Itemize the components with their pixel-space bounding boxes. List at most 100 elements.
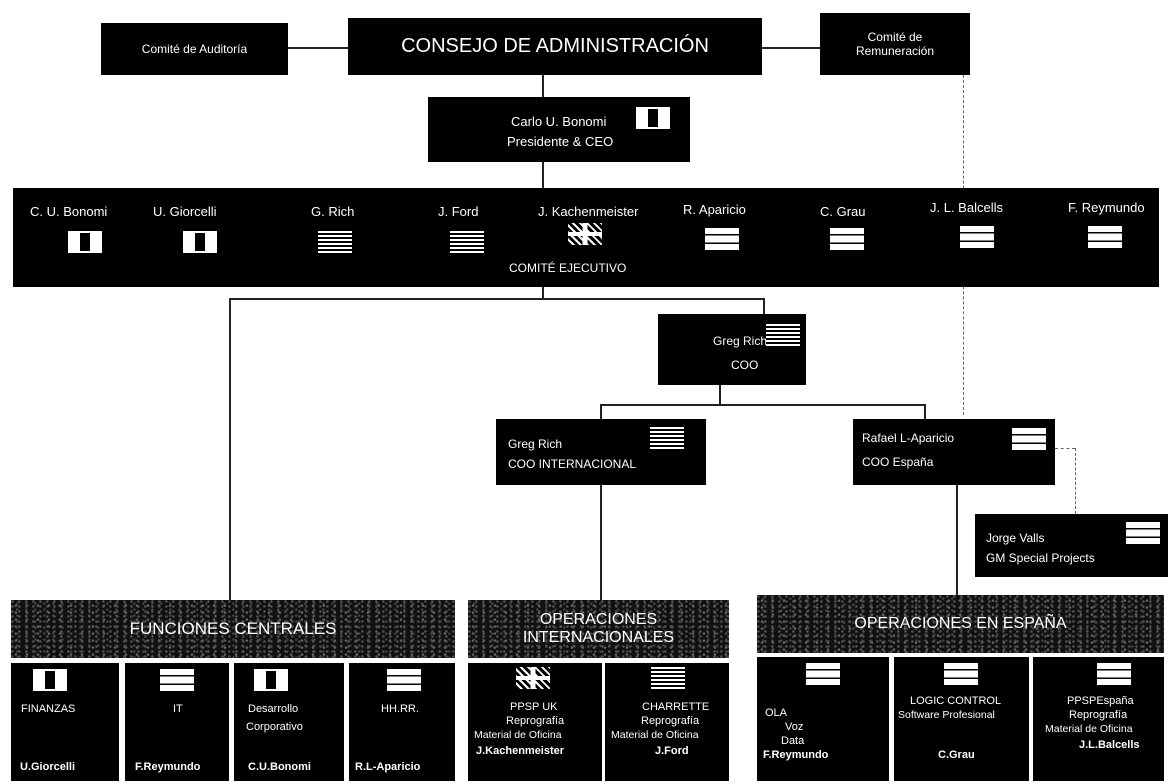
unit-it: IT F.Reymundo	[125, 663, 229, 781]
connector-audit-board	[288, 47, 348, 49]
usa-flag-icon	[766, 324, 800, 346]
usa-flag-icon	[651, 667, 685, 689]
exec-member-name: C. U. Bonomi	[30, 204, 108, 219]
unit-title: IT	[173, 703, 183, 715]
exec-member-name: G. Rich	[311, 204, 355, 219]
spain-flag-icon	[944, 663, 978, 685]
spain-flag-icon	[1097, 663, 1131, 685]
connector-to-central	[229, 298, 231, 600]
coo-name: Greg Rich	[713, 334, 768, 348]
spain-flag-icon	[1126, 522, 1160, 544]
coo-international-box: Greg Rich COO INTERNACIONAL	[496, 419, 706, 485]
unit-line3: Material de Oficina	[611, 729, 699, 741]
unit-title: CHARRETTE	[642, 701, 710, 713]
connector-to-coo-spain	[924, 404, 926, 419]
central-functions-title: FUNCIONES CENTRALES	[129, 619, 337, 638]
unit-person: F.Reymundo	[135, 761, 201, 773]
connector-exec-down	[542, 287, 544, 299]
ceo-box: Carlo U. Bonomi Presidente & CEO	[428, 97, 690, 162]
unit-person: U.Giorcelli	[20, 761, 76, 773]
unit-title-2: Corporativo	[246, 721, 303, 733]
uk-flag-icon	[516, 667, 550, 689]
connector-board-remuneration	[762, 47, 820, 49]
italy-flag-icon	[33, 669, 67, 691]
executive-committee-box: C. U. Bonomi U. Giorcelli G. Rich J. For…	[13, 188, 1159, 287]
board-title: CONSEJO DE ADMINISTRACIÓN	[401, 35, 709, 57]
unit-line3: Material de Oficina	[474, 729, 562, 741]
unit-title: HH.RR.	[381, 703, 419, 715]
remuneration-committee-line1: Comité de	[867, 30, 923, 44]
unit-ppsp-espana: PPSPEspaña Reprografía Material de Ofici…	[1033, 657, 1164, 781]
unit-person: C.U.Bonomi	[248, 761, 311, 773]
exec-member-name: U. Giorcelli	[153, 204, 217, 219]
unit-line2: Voz	[785, 721, 804, 733]
unit-person: J.Kachenmeister	[476, 745, 565, 757]
executive-committee-label: COMITÉ EJECUTIVO	[509, 261, 627, 275]
unit-line2: Reprografía	[506, 715, 565, 727]
audit-committee-label: Comité de Auditoría	[141, 42, 248, 56]
connector-intl-down	[600, 485, 602, 600]
italy-flag-icon	[254, 669, 288, 691]
coo-box: Greg Rich COO	[658, 314, 806, 385]
spain-operations-banner: OPERACIONES EN ESPAÑA	[757, 595, 1164, 653]
remuneration-committee-box: Comité de Remuneración	[820, 13, 970, 75]
unit-title: FINANZAS	[21, 703, 76, 715]
italy-flag-icon	[68, 231, 102, 253]
usa-flag-icon	[318, 231, 352, 253]
spain-operations-title: OPERACIONES EN ESPAÑA	[854, 615, 1067, 632]
italy-flag-icon	[183, 231, 217, 253]
unit-title: PPSPEspaña	[1067, 695, 1134, 707]
usa-flag-icon	[450, 231, 484, 253]
unit-line2: Reprografía	[1069, 709, 1128, 721]
ceo-role: Presidente & CEO	[507, 134, 614, 149]
unit-line2: Reprografía	[641, 715, 700, 727]
unit-ppsp-uk: PPSP UK Reprografía Material de Oficina …	[468, 663, 602, 781]
unit-ola: OLA Voz Data F.Reymundo	[757, 657, 889, 781]
connector-coo-split	[600, 404, 926, 406]
spain-flag-icon	[1012, 428, 1046, 450]
coo-intl-name: Greg Rich	[508, 437, 563, 451]
connector-split-horizontal	[229, 298, 765, 300]
unit-person: F.Reymundo	[763, 749, 829, 761]
unit-charrette: CHARRETTE Reprografía Material de Oficin…	[605, 663, 729, 781]
unit-line3: Material de Oficina	[1045, 723, 1133, 735]
unit-line3: Data	[781, 735, 805, 747]
unit-person: C.Grau	[938, 749, 975, 761]
spain-flag-icon	[705, 228, 739, 250]
connector-board-ceo	[542, 75, 544, 97]
spain-flag-icon	[960, 226, 994, 248]
dashed-connector-special-projects	[1075, 448, 1076, 514]
unit-desarrollo: Desarrollo Corporativo C.U.Bonomi	[234, 663, 344, 781]
dashed-connector-spain-special	[1055, 448, 1075, 449]
spain-flag-icon	[1088, 226, 1122, 248]
spain-flag-icon	[160, 669, 194, 691]
audit-committee-box: Comité de Auditoría	[101, 23, 288, 75]
ceo-name: Carlo U. Bonomi	[511, 114, 607, 129]
coo-spain-box: Rafael L-Aparicio COO España	[853, 419, 1055, 485]
unit-logic-control: LOGIC CONTROL Software Profesional C.Gra…	[894, 657, 1029, 781]
unit-person: J.L.Balcells	[1079, 739, 1140, 751]
unit-title: LOGIC CONTROL	[910, 695, 1002, 707]
connector-ceo-exec	[542, 162, 544, 188]
spain-flag-icon	[830, 228, 864, 250]
uk-flag-icon	[568, 223, 602, 245]
unit-title: PPSP UK	[510, 701, 558, 713]
exec-member-name: J. L. Balcells	[930, 200, 1003, 215]
exec-member-name: R. Aparicio	[683, 202, 746, 217]
exec-member-name: F. Reymundo	[1068, 200, 1145, 215]
spain-flag-icon	[387, 669, 421, 691]
connector-to-coo-intl	[600, 404, 602, 419]
coo-role: COO	[731, 358, 759, 372]
connector-to-coo	[763, 298, 765, 314]
unit-title: OLA	[765, 707, 788, 719]
exec-member-name: J. Ford	[438, 204, 479, 219]
italy-flag-icon	[636, 107, 670, 129]
coo-spain-role: COO España	[862, 455, 934, 469]
unit-person: R.L-Aparicio	[355, 761, 421, 773]
exec-member-name: J. Kachenmeister	[538, 204, 639, 219]
unit-title: Desarrollo	[248, 703, 299, 715]
board-box: CONSEJO DE ADMINISTRACIÓN	[348, 18, 762, 75]
international-operations-line2: INTERNACIONALES	[522, 629, 675, 646]
usa-flag-icon	[650, 427, 684, 449]
international-operations-banner: OPERACIONES INTERNACIONALES	[468, 600, 729, 658]
